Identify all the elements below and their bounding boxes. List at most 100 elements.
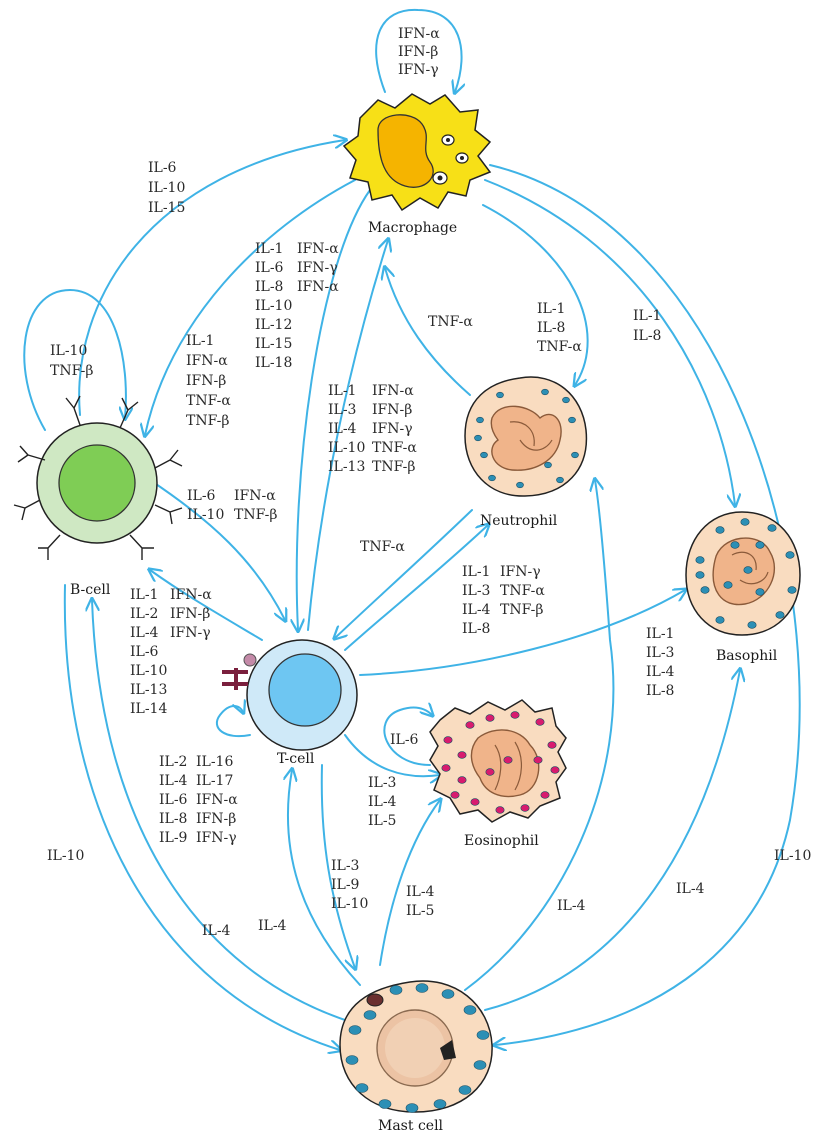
granule — [485, 714, 495, 722]
granule — [730, 541, 740, 549]
eosinophil-label: Eosinophil — [464, 833, 539, 849]
granule — [458, 1085, 472, 1095]
arrow-neutrophil-to-macrophage — [385, 268, 471, 396]
cytokine-label: IL-6 — [159, 792, 188, 808]
granule — [443, 736, 453, 744]
cytokine-label: IL-15 — [255, 336, 292, 352]
cytokine-label: IL-17 — [196, 773, 233, 789]
cytokine-label-group: IL-4 — [676, 881, 705, 897]
granule — [755, 588, 765, 596]
cytokine-label: IFN-α — [297, 241, 339, 257]
granule — [463, 1005, 477, 1015]
mastcell-granules — [345, 983, 490, 1113]
granule — [516, 481, 524, 489]
cytokine-label: TNF-β — [186, 413, 230, 429]
cytokine-label: TNF-α — [428, 314, 473, 330]
cytokine-label-group: IL-6 — [390, 732, 419, 748]
cytokine-label: IFN-γ — [196, 830, 237, 846]
arrow-tcell-to-eosinophil — [344, 734, 440, 776]
arrow-mastcell-to-bcell — [92, 600, 346, 1021]
cytokine-label: IL-2 — [130, 606, 158, 622]
cytokine-label: IL-4 — [676, 881, 705, 897]
arrow-mastcell-to-neutrophil — [464, 480, 615, 991]
cytokine-label: IL-6 — [130, 644, 159, 660]
eosinophil-cell — [429, 699, 567, 823]
cytokine-label: IL-9 — [159, 830, 187, 846]
granule — [700, 586, 710, 594]
cytokine-label: IL-10 — [148, 180, 185, 196]
cytokine-label: IL-8 — [255, 279, 283, 295]
cytokine-label: TNF-α — [537, 339, 582, 355]
cytokine-label: IL-1 — [130, 587, 158, 603]
cytokine-label: IL-13 — [328, 459, 365, 475]
cytokine-label: IFN-β — [372, 402, 412, 418]
granule — [540, 791, 550, 799]
cytokine-label: IL-4 — [159, 773, 188, 789]
cytokine-label: IL-4 — [368, 794, 397, 810]
cytokine-label: IL-5 — [406, 903, 434, 919]
cytokine-label-group: TNF-α — [428, 314, 473, 330]
cytokine-label: IL-6 — [390, 732, 419, 748]
cytokine-label: IL-3 — [462, 583, 490, 599]
arrow-bcell-self — [23, 288, 126, 431]
mastcell-label: Mast cell — [378, 1118, 444, 1133]
cytokine-label: IL-3 — [368, 775, 396, 791]
cytokine-label: IL-1 — [186, 333, 214, 349]
cytokine-label: IL-4 — [462, 602, 491, 618]
mastcell-granule-dark — [366, 993, 384, 1007]
granule — [485, 768, 495, 776]
cytokine-label: IFN-β — [170, 606, 210, 622]
granule — [476, 1030, 490, 1040]
cytokine-label: IL-1 — [646, 626, 674, 642]
cytokine-label: IL-14 — [130, 701, 167, 717]
cytokine-label: IFN-γ — [372, 421, 413, 437]
arrow-mastcell-to-eosinophil — [379, 800, 440, 966]
macrophage-cell — [342, 93, 492, 212]
granule — [715, 616, 725, 624]
tcell-cell — [222, 639, 358, 751]
cytokine-label: IL-4 — [406, 884, 435, 900]
cytokine-label: IL-5 — [368, 813, 396, 829]
cytokine-label: IL-6 — [187, 488, 216, 504]
cytokine-label: IL-10 — [255, 298, 292, 314]
granule — [465, 721, 475, 729]
granule — [441, 764, 451, 772]
cytokine-label-group: IL-4 — [557, 898, 586, 914]
granule — [715, 526, 725, 534]
granule — [695, 556, 705, 564]
granule — [547, 741, 557, 749]
cytokine-label: IFN-α — [234, 488, 276, 504]
cytokine-label: IFN-γ — [297, 260, 338, 276]
arrow-tcell-to-neutrophil — [344, 525, 488, 651]
cytokine-label: TNF-α — [360, 539, 405, 555]
cytokine-label: IL-10 — [50, 343, 87, 359]
cytokine-label: IL-4 — [646, 664, 675, 680]
arrow-macrophage-to-tcell — [297, 189, 371, 630]
cytokine-label: IL-4 — [258, 918, 287, 934]
cytokine-label: TNF-β — [50, 363, 94, 379]
cytokine-label: IL-13 — [130, 682, 167, 698]
basophil-label: Basophil — [716, 648, 778, 664]
granule — [405, 1103, 419, 1113]
cytokine-label: IL-1 — [537, 301, 565, 317]
cytokine-label: IL-18 — [255, 355, 292, 371]
cytokine-label-group: IL-4 — [258, 918, 287, 934]
cytokine-label: IL-8 — [537, 320, 565, 336]
granule — [474, 434, 482, 442]
